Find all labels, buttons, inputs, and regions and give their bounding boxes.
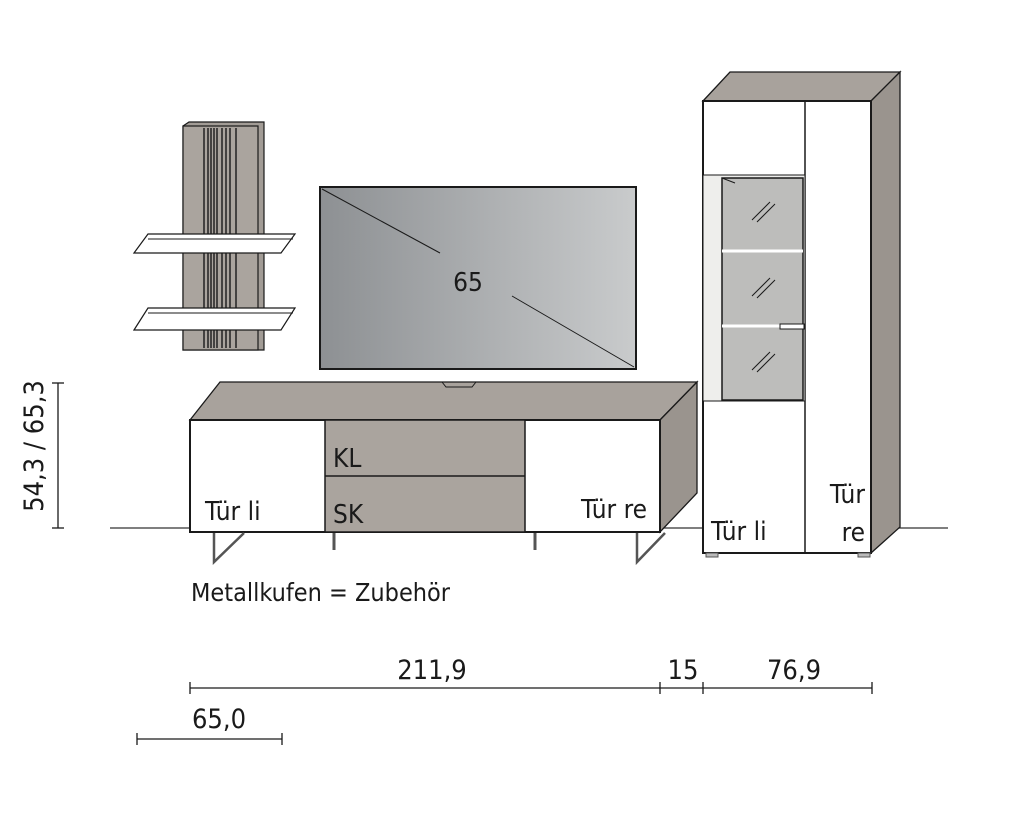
sideboard: Tür li Tür re KL SK [188, 380, 699, 566]
width-dimension-line [189, 682, 873, 694]
tv-size-label: 65 [453, 268, 483, 298]
gap-width-label: 15 [668, 655, 699, 686]
tall-cabinet: Tür li Tür re [701, 70, 902, 558]
cabinet-door-right-label-line2: re [842, 518, 865, 548]
shelf-dimension-line [136, 733, 283, 745]
cabinet-width-label: 76,9 [767, 655, 821, 686]
height-dimension-label: 54,3 / 65,3 [19, 380, 50, 512]
cabinet-feet [705, 552, 871, 558]
sideboard-width-label: 211,9 [397, 655, 467, 686]
drawer-top-label: KL [333, 444, 361, 474]
glass-vitrine [702, 174, 806, 402]
sideboard-door-right-label: Tür re [580, 495, 647, 525]
sideboard-door-left-label: Tür li [204, 497, 261, 527]
shelf-width-label: 65,0 [192, 704, 246, 735]
glass-reflection-marks [751, 201, 776, 373]
wall-shelf-lower [132, 307, 297, 331]
tv-screen: 65 [319, 186, 637, 370]
wall-shelf-upper [132, 233, 297, 254]
accessory-note: Metallkufen = Zubehör [191, 578, 451, 607]
sideboard-legs [332, 533, 537, 550]
metal-skid-right [635, 532, 666, 566]
height-dimension: 54,3 / 65,3 [19, 380, 64, 529]
metal-skid-left [212, 532, 245, 565]
wall-shelf-panel [132, 121, 297, 351]
drawer-bottom-label: SK [333, 500, 364, 530]
cabinet-door-left-label: Tür li [710, 517, 767, 547]
cabinet-door-right-label-line1: Tür [829, 480, 866, 510]
